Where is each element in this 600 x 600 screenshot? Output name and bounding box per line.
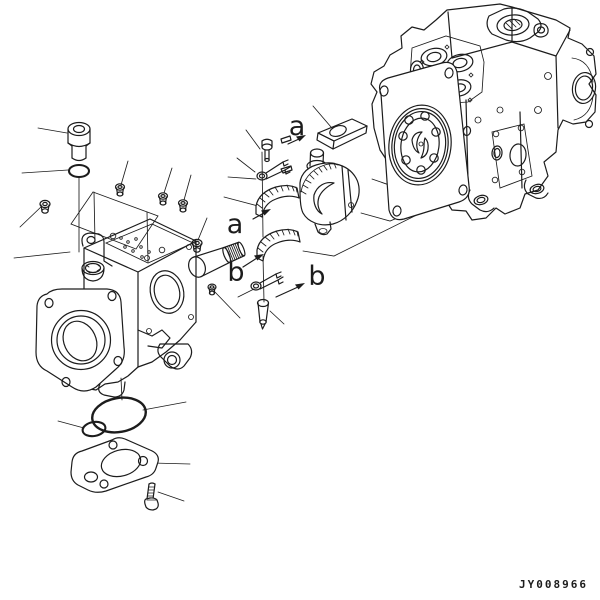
drive-shaft xyxy=(188,241,246,278)
swashplate-hatch-band xyxy=(300,162,337,195)
rear-pump-assembly xyxy=(370,3,597,221)
plug-screw xyxy=(157,192,169,206)
plug-screw xyxy=(39,199,51,214)
housing-oil-fill-boss xyxy=(81,260,105,282)
rear-pump-side-flange xyxy=(571,47,597,129)
housing-plug-screws xyxy=(39,183,217,296)
rear-pump-lower-plate xyxy=(473,72,552,206)
large-o-ring xyxy=(91,396,147,434)
housing-body xyxy=(75,218,197,398)
valve-plate-outline xyxy=(70,191,159,250)
b-left-arrow-icon xyxy=(242,254,264,268)
plug-screw xyxy=(207,283,217,296)
a-mid-arrow-icon xyxy=(252,209,271,220)
plug-screw xyxy=(114,183,126,197)
plug-screw xyxy=(191,238,203,253)
upper-assembly-axis-line xyxy=(261,151,264,238)
a-upper-arrow-icon xyxy=(287,135,306,145)
drawing-number: JY008966 xyxy=(519,578,588,591)
main-pump-housing xyxy=(35,191,197,398)
housing-top-plate-holes xyxy=(104,223,195,264)
servo-pin xyxy=(256,298,270,330)
rear-pump-coupling-face xyxy=(388,104,452,186)
cover-plate xyxy=(70,437,159,493)
upper-servo-fork xyxy=(256,159,291,181)
flange-bolt xyxy=(144,482,159,511)
rear-pump-mounting-flange xyxy=(378,61,472,221)
lower-assembly-axis-line xyxy=(262,255,265,303)
key-block xyxy=(316,118,368,150)
upper-key-pin xyxy=(280,135,292,144)
mid-key-pin xyxy=(280,165,293,174)
plug-o-ring xyxy=(67,163,91,179)
lower-servo-fork xyxy=(250,271,284,291)
upper-servo-bolt xyxy=(261,138,273,163)
b-right-arrow-icon xyxy=(275,283,305,298)
callout-b-right: b xyxy=(308,261,325,292)
swashplate-assembly xyxy=(299,148,360,236)
small-o-ring xyxy=(81,420,107,438)
callout-a-upper: a xyxy=(289,111,306,142)
plug-assembly xyxy=(67,121,91,162)
plug-screw xyxy=(177,199,189,213)
section-arrows xyxy=(242,135,306,298)
housing-front-mounting-flange xyxy=(35,288,125,392)
housing-side-bore xyxy=(144,244,194,334)
callout-b-left: b xyxy=(227,257,244,288)
rear-pump-top-port-boss xyxy=(486,7,549,43)
callout-a-mid: a xyxy=(227,209,244,240)
